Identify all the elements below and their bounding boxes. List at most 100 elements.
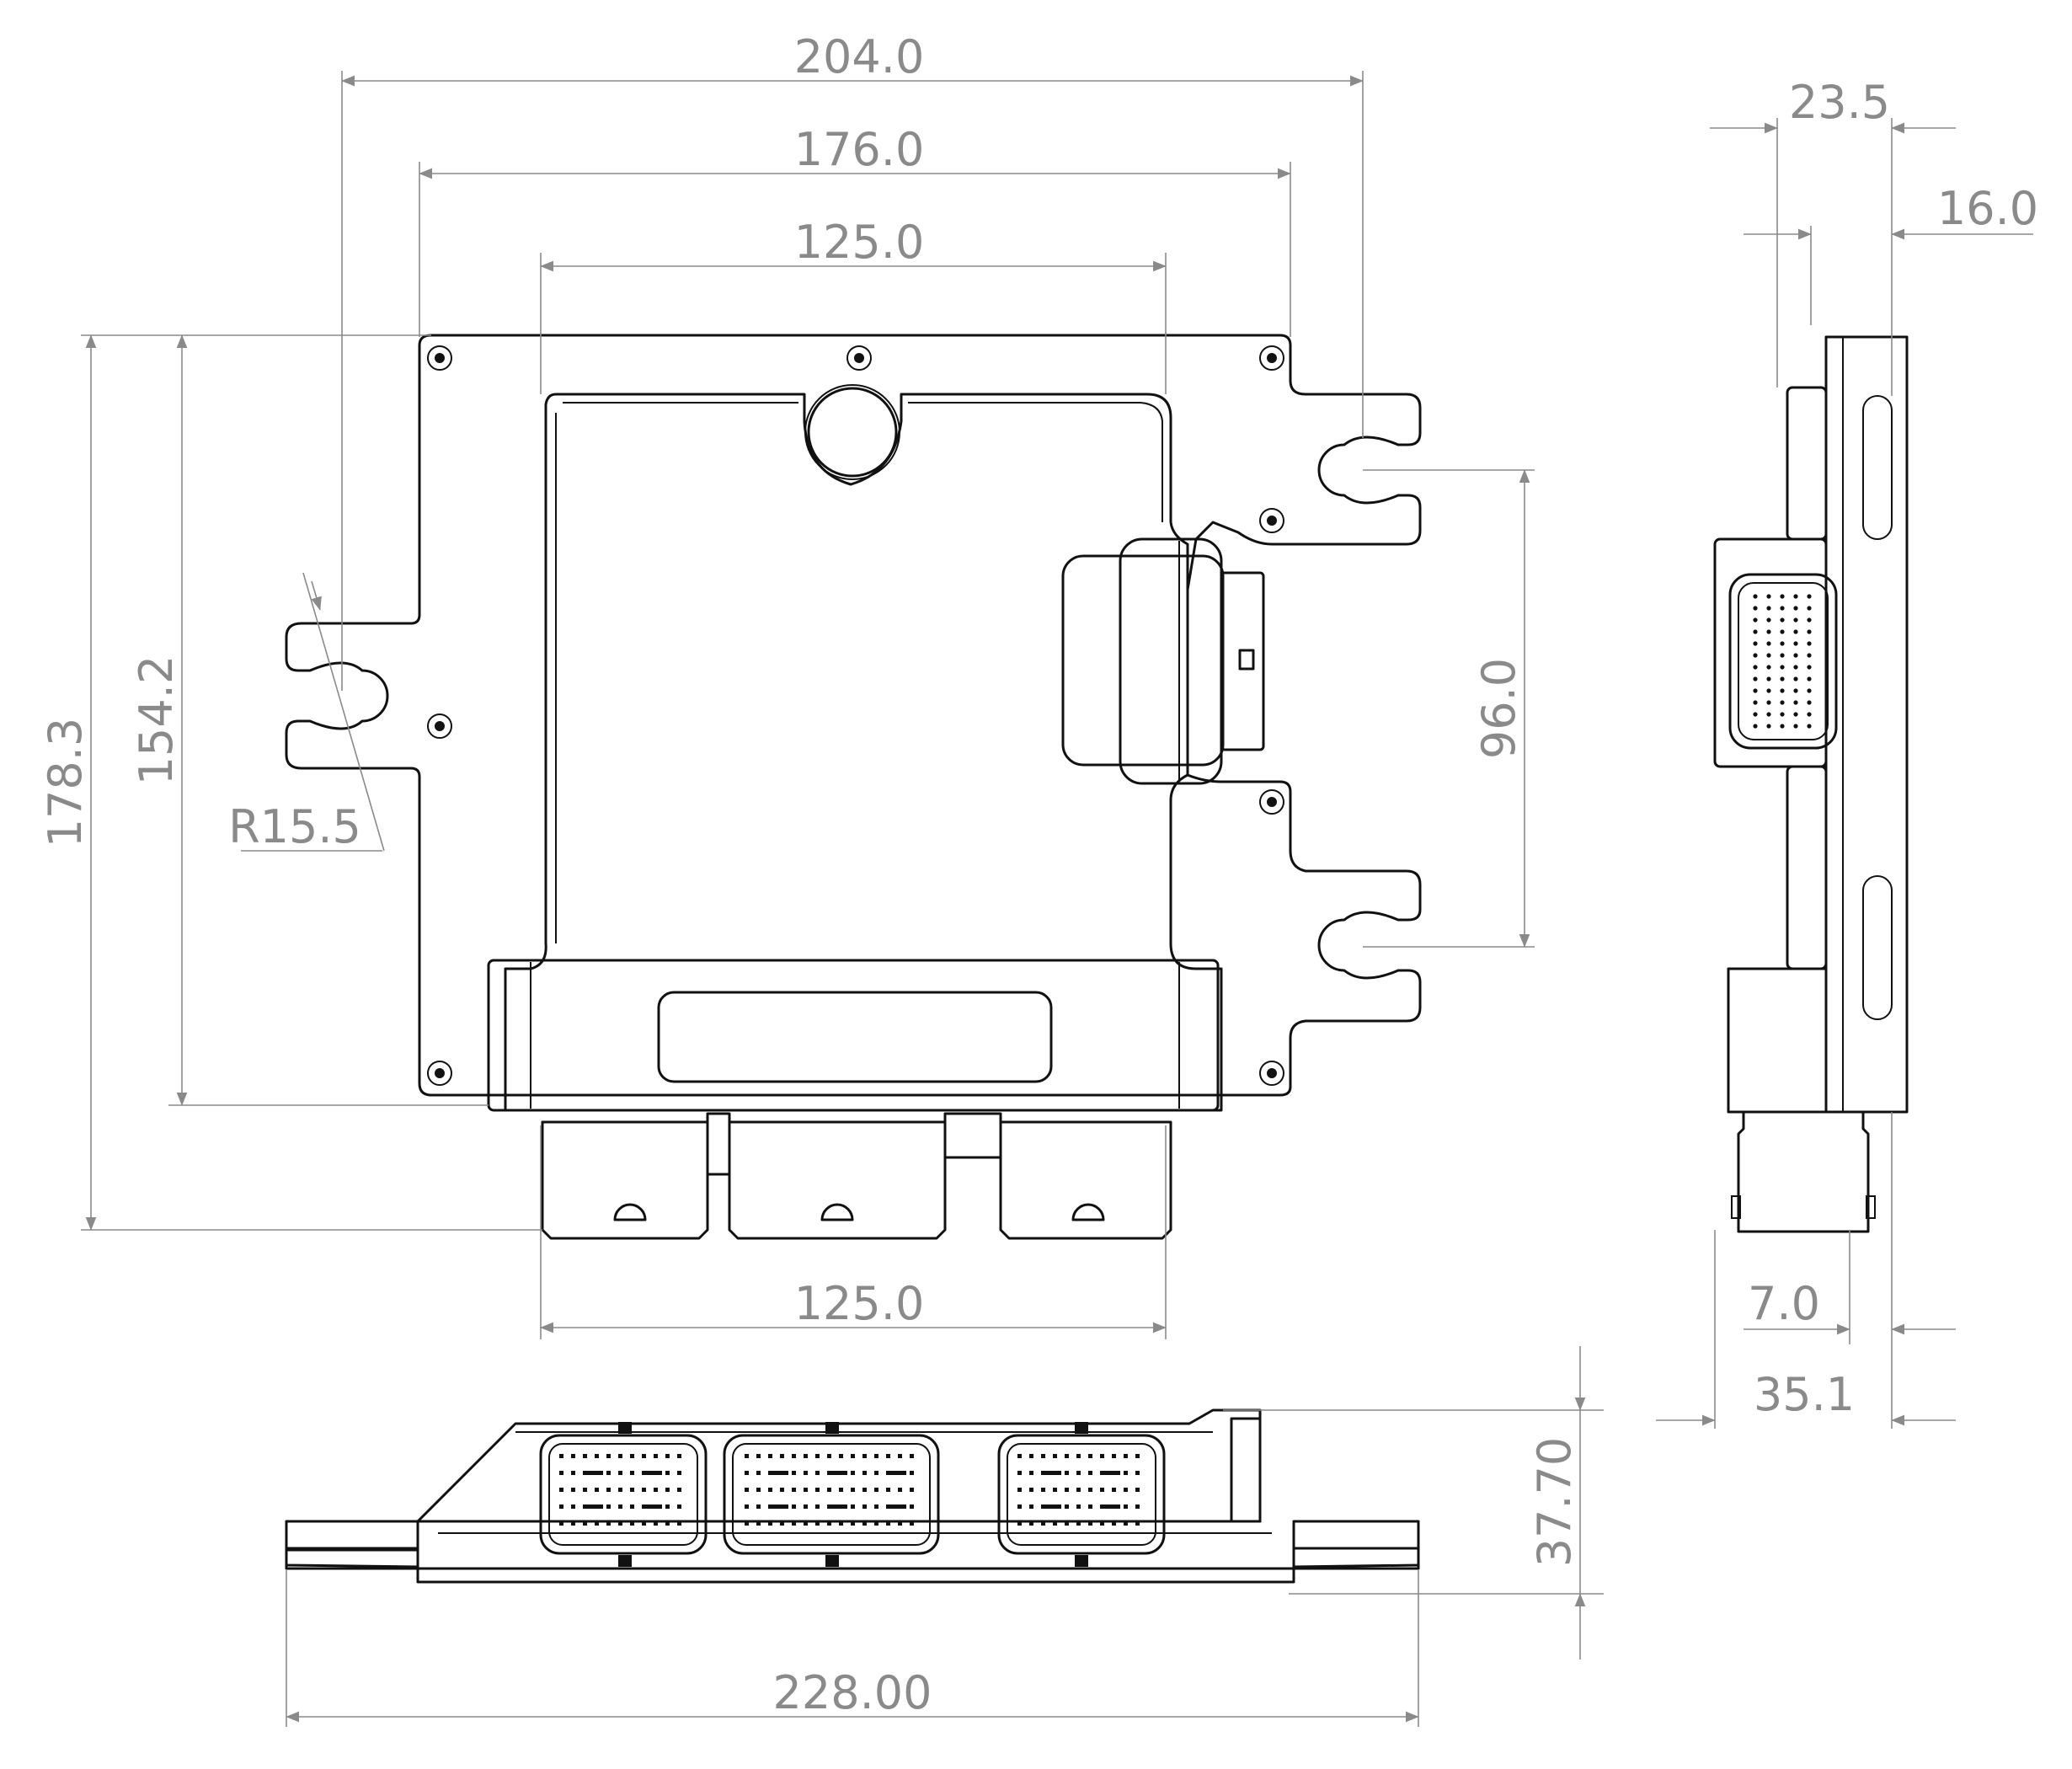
front-pin [768, 1488, 772, 1492]
front-pin [804, 1454, 808, 1458]
side-pin [1780, 594, 1785, 599]
front-pin [874, 1504, 878, 1509]
front-pin [745, 1454, 749, 1458]
side-pin [1780, 712, 1785, 717]
front-pin [1053, 1488, 1057, 1492]
front-pin [910, 1488, 914, 1492]
connector-a-lock [613, 1203, 647, 1221]
dim-top-flange-width: 176.0 [794, 123, 925, 176]
side-connector-tab [1238, 649, 1255, 671]
front-pin [654, 1521, 658, 1526]
front-pin [654, 1504, 658, 1509]
side-pin [1766, 665, 1771, 670]
housing-inner-line [555, 402, 1163, 943]
front-right-tab [1292, 1547, 1420, 1569]
side-pin [1780, 641, 1785, 646]
front-pin [606, 1454, 611, 1458]
front-pin [665, 1488, 670, 1492]
front-pin [886, 1521, 890, 1526]
front-pin [851, 1471, 855, 1475]
front-pin [571, 1504, 575, 1509]
front-pin [780, 1454, 784, 1458]
dimensions-layer: 204.0 176.0 125.0 125.0 178.3 154.2 96.0… [39, 30, 2038, 1727]
side-pin [1753, 700, 1758, 705]
side-pin [1780, 700, 1785, 705]
front-pin [1135, 1454, 1140, 1458]
front-pin [839, 1521, 843, 1526]
front-pin [583, 1454, 587, 1458]
front-pin [1041, 1454, 1045, 1458]
side-connector-shroud [1119, 537, 1223, 785]
front-pin [756, 1504, 761, 1509]
front-pin [804, 1521, 808, 1526]
front-pin [1124, 1471, 1128, 1475]
front-pin [1053, 1471, 1057, 1475]
front-pin [827, 1454, 831, 1458]
front-pin [1112, 1471, 1116, 1475]
side-pin [1793, 688, 1798, 693]
front-pin [642, 1454, 646, 1458]
side-pin [1753, 712, 1758, 717]
front-pin [1112, 1504, 1116, 1509]
front-pin [910, 1454, 914, 1458]
front-pin [1076, 1521, 1081, 1526]
front-pin [768, 1471, 788, 1475]
front-pin [1135, 1488, 1140, 1492]
side-pin [1766, 606, 1771, 611]
front-pin [827, 1488, 831, 1492]
front-left-tab [285, 1547, 419, 1569]
front-pin [571, 1471, 575, 1475]
side-pin [1807, 724, 1812, 729]
front-pin [571, 1454, 575, 1458]
front-pin [665, 1471, 670, 1475]
side-pin [1766, 700, 1771, 705]
front-pin [1100, 1521, 1104, 1526]
connector-spacer-bc [943, 1112, 1002, 1159]
front-pin [677, 1488, 681, 1492]
front-pin [804, 1471, 808, 1475]
front-pin [1100, 1454, 1104, 1458]
side-pin [1807, 606, 1812, 611]
front-pin [630, 1504, 634, 1509]
front-pin [618, 1521, 622, 1526]
front-pin [583, 1471, 603, 1475]
front-pin [1135, 1471, 1140, 1475]
front-pin [654, 1471, 658, 1475]
front-pin [1076, 1488, 1081, 1492]
front-pin [756, 1471, 761, 1475]
round-connector-ring [804, 384, 900, 480]
front-pin [618, 1471, 622, 1475]
front-pin [874, 1454, 878, 1458]
dim-front-overall-width: 228.00 [773, 1666, 932, 1719]
side-oval-lower [1862, 875, 1893, 1020]
front-pin [1065, 1471, 1069, 1475]
front-pin [1029, 1471, 1033, 1475]
side-pin [1780, 676, 1785, 681]
dim-top-overall-width: 204.0 [794, 30, 925, 83]
connector-b-lock [820, 1203, 854, 1221]
front-pin [665, 1504, 670, 1509]
front-pin [839, 1504, 843, 1509]
side-pin [1766, 629, 1771, 634]
front-body-outline [285, 1408, 1420, 1584]
front-pin [595, 1454, 599, 1458]
front-pin [874, 1521, 878, 1526]
front-pin [1065, 1454, 1069, 1458]
side-connector-pins [1753, 594, 1812, 729]
front-pin [792, 1521, 796, 1526]
front-pin [1112, 1454, 1116, 1458]
front-pin [827, 1521, 831, 1526]
front-pin [677, 1454, 681, 1458]
side-pin [1766, 676, 1771, 681]
dim-side-overall-depth: 35.1 [1754, 1368, 1855, 1421]
side-pin [1753, 724, 1758, 729]
side-pin [1780, 653, 1785, 658]
side-pin [1753, 629, 1758, 634]
front-pin [898, 1504, 902, 1509]
front-pin [606, 1521, 611, 1526]
side-bottom-connector [1727, 967, 1828, 1114]
dim-side-depth-body: 16.0 [1937, 182, 2038, 235]
front-pin [815, 1488, 820, 1492]
front-pin [827, 1471, 847, 1475]
front-pin [910, 1504, 914, 1509]
